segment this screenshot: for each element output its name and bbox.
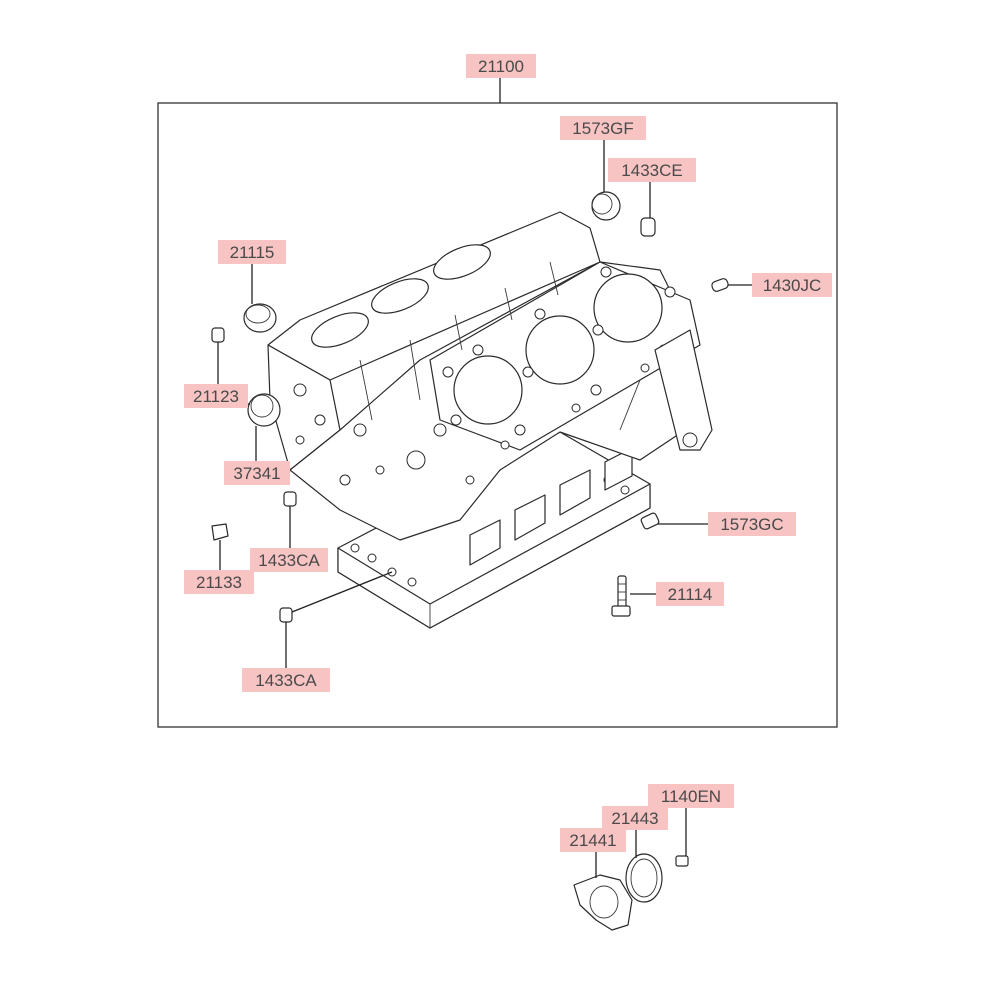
svg-text:21133: 21133 <box>196 573 242 592</box>
svg-text:21100: 21100 <box>478 57 524 76</box>
svg-text:21443: 21443 <box>611 809 658 828</box>
svg-text:21123: 21123 <box>193 387 239 406</box>
bolt-21114 <box>611 575 631 617</box>
bolt-1140en <box>675 855 689 867</box>
bearing-bulkheads <box>469 447 633 566</box>
label-1430jc: 1430JC <box>752 273 832 297</box>
label-21133: 21133 <box>184 570 254 594</box>
pin-1430jc <box>711 278 729 292</box>
label-21441: 21441 <box>560 828 626 852</box>
svg-text:1140EN: 1140EN <box>661 787 721 806</box>
svg-text:1433CA: 1433CA <box>255 671 317 690</box>
engine-block-illustration <box>267 211 713 629</box>
left-bank-bores <box>311 244 491 348</box>
block-ribs <box>359 261 641 431</box>
svg-text:21441: 21441 <box>569 831 616 850</box>
label-21443: 21443 <box>602 806 668 830</box>
dowel-1433ca-left <box>283 491 297 507</box>
svg-text:1573GC: 1573GC <box>720 515 783 534</box>
label-1573gf: 1573GF <box>560 116 646 140</box>
dowel-1433ca-bottom <box>279 607 293 623</box>
svg-text:1573GF: 1573GF <box>572 119 633 138</box>
right-bank-bores <box>453 273 663 425</box>
label-21123: 21123 <box>184 384 248 408</box>
plug-1573gc <box>640 512 660 530</box>
cap-21115 <box>243 303 277 333</box>
oil-seal-21443 <box>625 853 663 903</box>
plug-21123 <box>211 327 225 343</box>
label-1433ce: 1433CE <box>608 158 696 182</box>
svg-text:1433CA: 1433CA <box>258 551 320 570</box>
svg-text:21114: 21114 <box>668 585 713 604</box>
svg-text:1433CE: 1433CE <box>621 161 682 180</box>
label-1573gc: 1573GC <box>708 512 796 536</box>
label-1433ca-left: 1433CA <box>250 548 328 572</box>
front-face-holes <box>293 383 475 486</box>
cup-plug-1573gf <box>591 191 621 221</box>
seal-case-21441 <box>573 874 633 931</box>
part-labels: 21100 1573GF 1433CE 1430JC 21115 21123 3… <box>184 54 832 852</box>
svg-text:1430JC: 1430JC <box>763 276 822 295</box>
label-21115: 21115 <box>218 240 286 264</box>
label-1433ca-bottom: 1433CA <box>242 668 330 692</box>
plug-21133 <box>211 523 229 541</box>
label-1140en: 1140EN <box>648 784 734 808</box>
label-21100: 21100 <box>466 54 536 78</box>
svg-text:21115: 21115 <box>230 243 275 262</box>
label-21114: 21114 <box>656 582 724 606</box>
label-37341: 37341 <box>224 461 290 485</box>
assembly-frame <box>157 102 838 728</box>
pin-1433ce <box>640 217 656 237</box>
svg-text:37341: 37341 <box>233 464 280 483</box>
seal-37341 <box>247 393 281 427</box>
leader-lines <box>217 78 752 878</box>
